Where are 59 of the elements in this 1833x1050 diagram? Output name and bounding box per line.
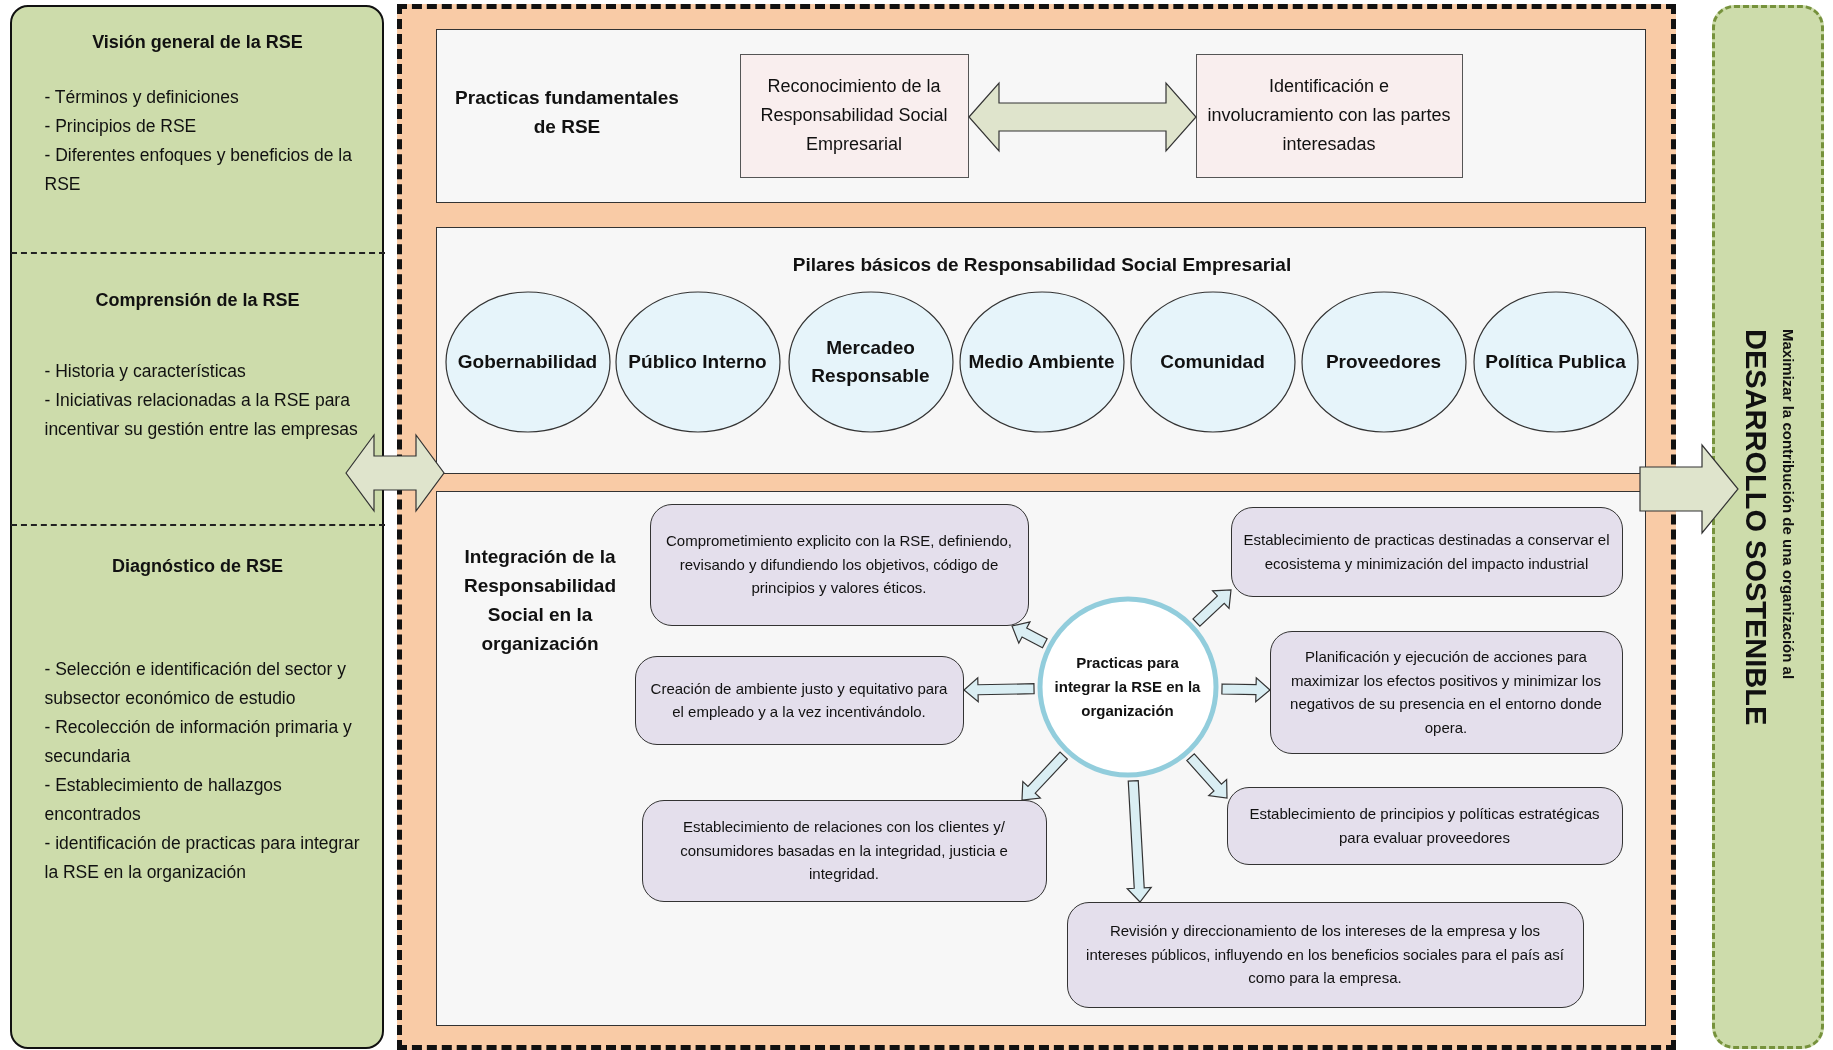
practice-text: Establecimiento de principios y políticas estratégicas para evaluar proveedores: [1248, 804, 1601, 848]
block-arrow: [968, 81, 1197, 153]
bullet-text: - Principios de RSE: [44, 114, 198, 138]
section-heading: Visión general de la RSE: [91, 31, 304, 53]
practice-box: [641, 799, 1047, 902]
practice-box: [649, 503, 1029, 626]
block-arrow: [1011, 621, 1048, 649]
section-panel: [436, 227, 1646, 474]
section-heading: Practicas fundamentales de RSE: [454, 86, 680, 139]
circle-label: Medio Ambiente: [968, 349, 1115, 374]
section-heading: Diagnóstico de RSE: [111, 555, 284, 577]
practice-box: [1226, 786, 1623, 865]
section-heading: Pilares básicos de Responsabilidad Social Empresarial: [791, 253, 1293, 277]
block-arrow: [963, 676, 1035, 704]
block-arrow: [1192, 589, 1232, 628]
practice-box: [634, 655, 964, 745]
practice-text: Creación de ambiente justo y equitativo para el empleado y a la vez incentivándolo.: [649, 678, 949, 722]
practice-box: [1230, 506, 1623, 597]
block-arrow: [1021, 751, 1069, 801]
bullet-text: - Términos y definiciones: [44, 85, 240, 109]
practice-text: Establecimiento de practicas destinadas a conservar el ecosistema y minimización del impacto industrial: [1242, 530, 1611, 574]
circle-label: Proveedores: [1325, 349, 1442, 374]
section-panel: [436, 29, 1646, 203]
block-arrow: [1125, 779, 1153, 903]
practice-text: Reconocimiento de la Responsabilidad Social Empresarial: [759, 75, 949, 156]
outcome-title: DESARROLLO SOSTENIBLE: [1739, 328, 1772, 726]
practice-text: Revisión y direccionamiento de los intereses de la empresa y los intereses públicos, influyendo en los beneficios sociales para el país así como para la empresa.: [1085, 921, 1565, 989]
bullet-text: - Recolección de información primaria y secundaria: [44, 715, 353, 768]
bullet-text: - Historia y características: [44, 359, 247, 383]
practice-box: [739, 53, 969, 178]
circle-label: Mercadeo Responsable: [810, 335, 931, 388]
practice-box: [1269, 630, 1623, 754]
outcome-caption: Maximizar la contribución de una organización al: [1780, 328, 1797, 681]
left-panel: [10, 5, 384, 1049]
section-panel: [436, 491, 1646, 1026]
bullet-text: - Diferentes enfoques y beneficios de la RSE: [44, 143, 353, 196]
circle-label: Practicas para integrar la RSE en la organización: [1053, 652, 1202, 721]
practice-text: Identificación e involucramiento con las partes interesadas: [1206, 75, 1452, 156]
circle-label: Gobernabilidad: [457, 349, 598, 374]
block-arrow: [1221, 676, 1271, 703]
section-heading: Integración de la Responsabilidad Social en la organización: [463, 545, 617, 656]
circle-label: Comunidad: [1160, 349, 1265, 374]
bullet-text: - Establecimiento de hallazgos encontrados: [44, 773, 283, 826]
practice-text: Establecimiento de relaciones con los clientes y/ consumidores basadas en la integridad, justicia e integridad.: [679, 817, 1009, 885]
practice-box: [1066, 901, 1584, 1008]
section-heading: Comprensión de la RSE: [94, 289, 301, 311]
bullet-text: - Iniciativas relacionadas a la RSE para incentivar su gestión entre las empresas: [44, 388, 359, 441]
outcome-panel: [1712, 5, 1824, 1049]
circle-label: Política Publica: [1485, 349, 1626, 374]
practice-box: [1195, 53, 1463, 178]
practice-text: Planificación y ejecución de acciones para maximizar los efectos positivos y minimizar los negativos de su presencia en el entorno donde opera.: [1289, 647, 1603, 738]
block-arrow: [1186, 752, 1228, 799]
practice-text: Comprometimiento explicito con la RSE, definiendo, revisando y difundiendo los objetivos, código de principios y valores éticos.: [665, 531, 1013, 599]
block-arrow: [345, 433, 445, 513]
block-arrow: [1639, 443, 1739, 535]
circle-label: Público Interno: [628, 349, 767, 374]
center-panel: [397, 4, 1676, 1050]
bullet-text: - Selección e identificación del sector y subsector económico de estudio: [44, 657, 348, 710]
bullet-text: - identificación de practicas para integrar la RSE en la organización: [44, 831, 361, 884]
